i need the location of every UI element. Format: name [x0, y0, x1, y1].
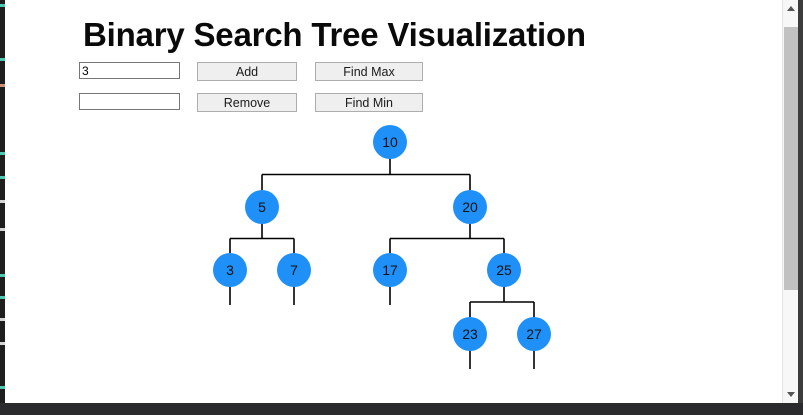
tree-node-3[interactable]: 3: [213, 253, 247, 287]
tree-node-label: 23: [462, 326, 478, 342]
tree-node-17[interactable]: 17: [373, 253, 407, 287]
tree-node-7[interactable]: 7: [277, 253, 311, 287]
page-title: Binary Search Tree Visualization: [83, 16, 586, 54]
tree-node-label: 20: [462, 199, 478, 215]
vertical-scrollbar[interactable]: [782, 0, 799, 403]
tree-node-label: 3: [226, 262, 234, 278]
background-editor-sliver: [0, 0, 5, 403]
add-button[interactable]: Add: [197, 62, 297, 81]
scroll-up-arrow-icon: [787, 6, 795, 11]
tree-node-label: 27: [526, 326, 542, 342]
scroll-up-button[interactable]: [783, 0, 799, 17]
scroll-down-arrow-icon: [787, 392, 795, 397]
tree-node-25[interactable]: 25: [487, 253, 521, 287]
remove-value-input[interactable]: [79, 93, 180, 110]
tree-node-label: 25: [496, 262, 512, 278]
tree-node-label: 7: [290, 262, 298, 278]
find-max-button[interactable]: Find Max: [315, 62, 423, 81]
tree-node-27[interactable]: 27: [517, 317, 551, 351]
tree-node-20[interactable]: 20: [453, 190, 487, 224]
tree-node-label: 17: [382, 262, 398, 278]
tree-node-10[interactable]: 10: [373, 125, 407, 159]
page-viewport: Binary Search Tree Visualization Add Fin…: [5, 0, 782, 403]
window-right-edge: [798, 0, 803, 403]
tree-node-label: 10: [382, 134, 398, 150]
taskbar: [0, 403, 803, 415]
tree-node-23[interactable]: 23: [453, 317, 487, 351]
scroll-down-button[interactable]: [783, 386, 799, 403]
find-min-button[interactable]: Find Min: [315, 93, 423, 112]
tree-edges: [229, 159, 535, 369]
scrollbar-thumb[interactable]: [784, 27, 798, 290]
add-value-input[interactable]: [79, 62, 180, 79]
tree-node-5[interactable]: 5: [245, 190, 279, 224]
tree-node-label: 5: [258, 199, 266, 215]
remove-button[interactable]: Remove: [197, 93, 297, 112]
